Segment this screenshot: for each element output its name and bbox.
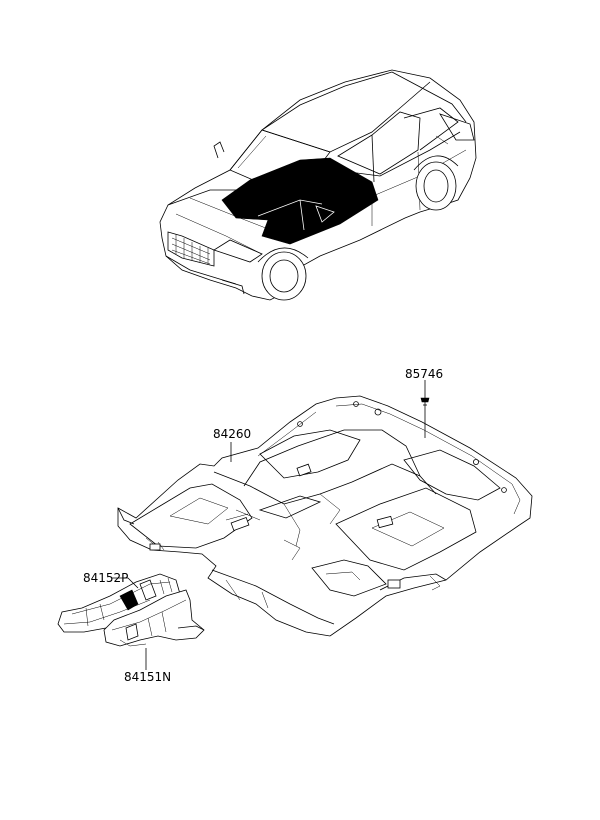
- label-84151n: 84151N: [124, 670, 171, 684]
- pad-84151n-drawing: [103, 589, 205, 647]
- label-85746: 85746: [405, 367, 443, 381]
- leader-lines: [112, 380, 426, 670]
- label-84152p: 84152P: [83, 571, 128, 585]
- car-illustration: [159, 69, 477, 301]
- label-84260: 84260: [213, 427, 251, 441]
- clip-85746-drawing: [420, 397, 430, 410]
- pad-84152p-drawing: [57, 573, 181, 633]
- floor-carpet-drawing: [117, 395, 533, 637]
